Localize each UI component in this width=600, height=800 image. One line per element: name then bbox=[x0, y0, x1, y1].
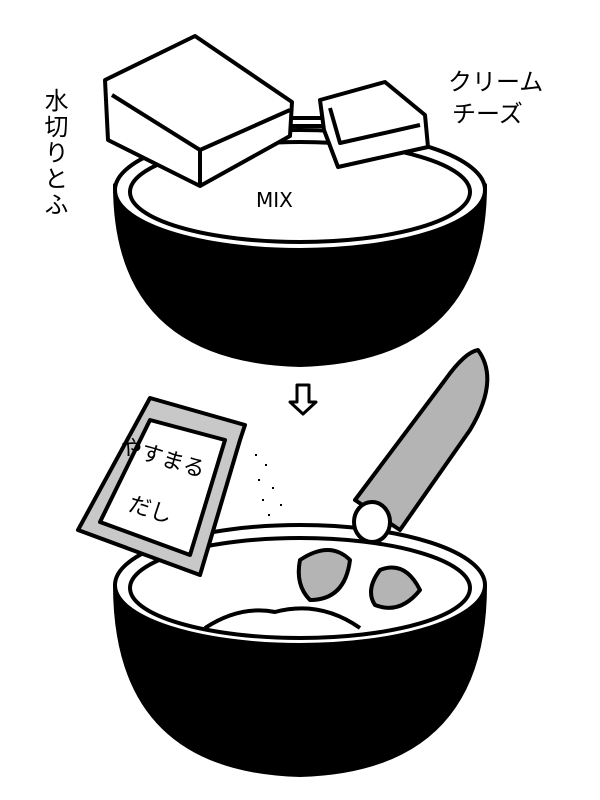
tofu-block bbox=[103, 34, 294, 188]
mix-label: MIX bbox=[256, 188, 293, 212]
cream-cheese-block bbox=[318, 80, 430, 169]
tofu-label: 水切りとふ bbox=[40, 88, 68, 218]
down-arrow-icon bbox=[288, 383, 318, 416]
cucumber bbox=[296, 348, 490, 610]
dashi-particles bbox=[255, 454, 282, 516]
cream-cheese-label-2: チーズ bbox=[452, 100, 523, 128]
connector bbox=[290, 116, 325, 128]
cream-cheese-label-1: クリーム bbox=[448, 68, 544, 96]
dashi-packet bbox=[76, 396, 247, 577]
